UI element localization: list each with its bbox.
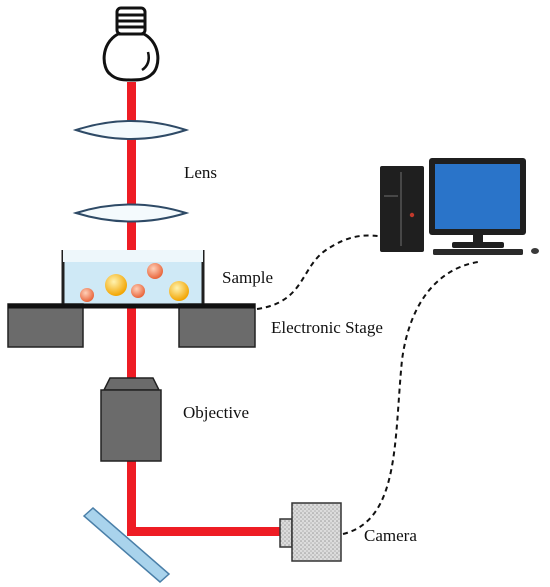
camera-label: Camera bbox=[364, 526, 417, 545]
camera-computer-cable bbox=[342, 261, 479, 535]
lens-label: Lens bbox=[184, 163, 217, 182]
desktop-computer-icon bbox=[380, 158, 539, 255]
sample-particle bbox=[147, 263, 163, 279]
sample-particle bbox=[131, 284, 145, 298]
objective bbox=[100, 377, 162, 462]
camera bbox=[279, 502, 342, 562]
mirror bbox=[82, 507, 171, 583]
electronic-stage bbox=[7, 303, 256, 348]
objective-label: Objective bbox=[183, 403, 249, 422]
stage-computer-cable bbox=[256, 234, 379, 310]
sample-particle bbox=[105, 274, 127, 296]
upper-lens bbox=[72, 120, 190, 140]
lightbulb-icon bbox=[102, 6, 160, 82]
sample-particle bbox=[80, 288, 94, 302]
sample-particle bbox=[169, 281, 189, 301]
lower-lens bbox=[72, 203, 190, 223]
electronic-stage-label: Electronic Stage bbox=[271, 318, 383, 337]
sample-label: Sample bbox=[222, 268, 273, 287]
light-beam-horizontal bbox=[127, 527, 282, 536]
